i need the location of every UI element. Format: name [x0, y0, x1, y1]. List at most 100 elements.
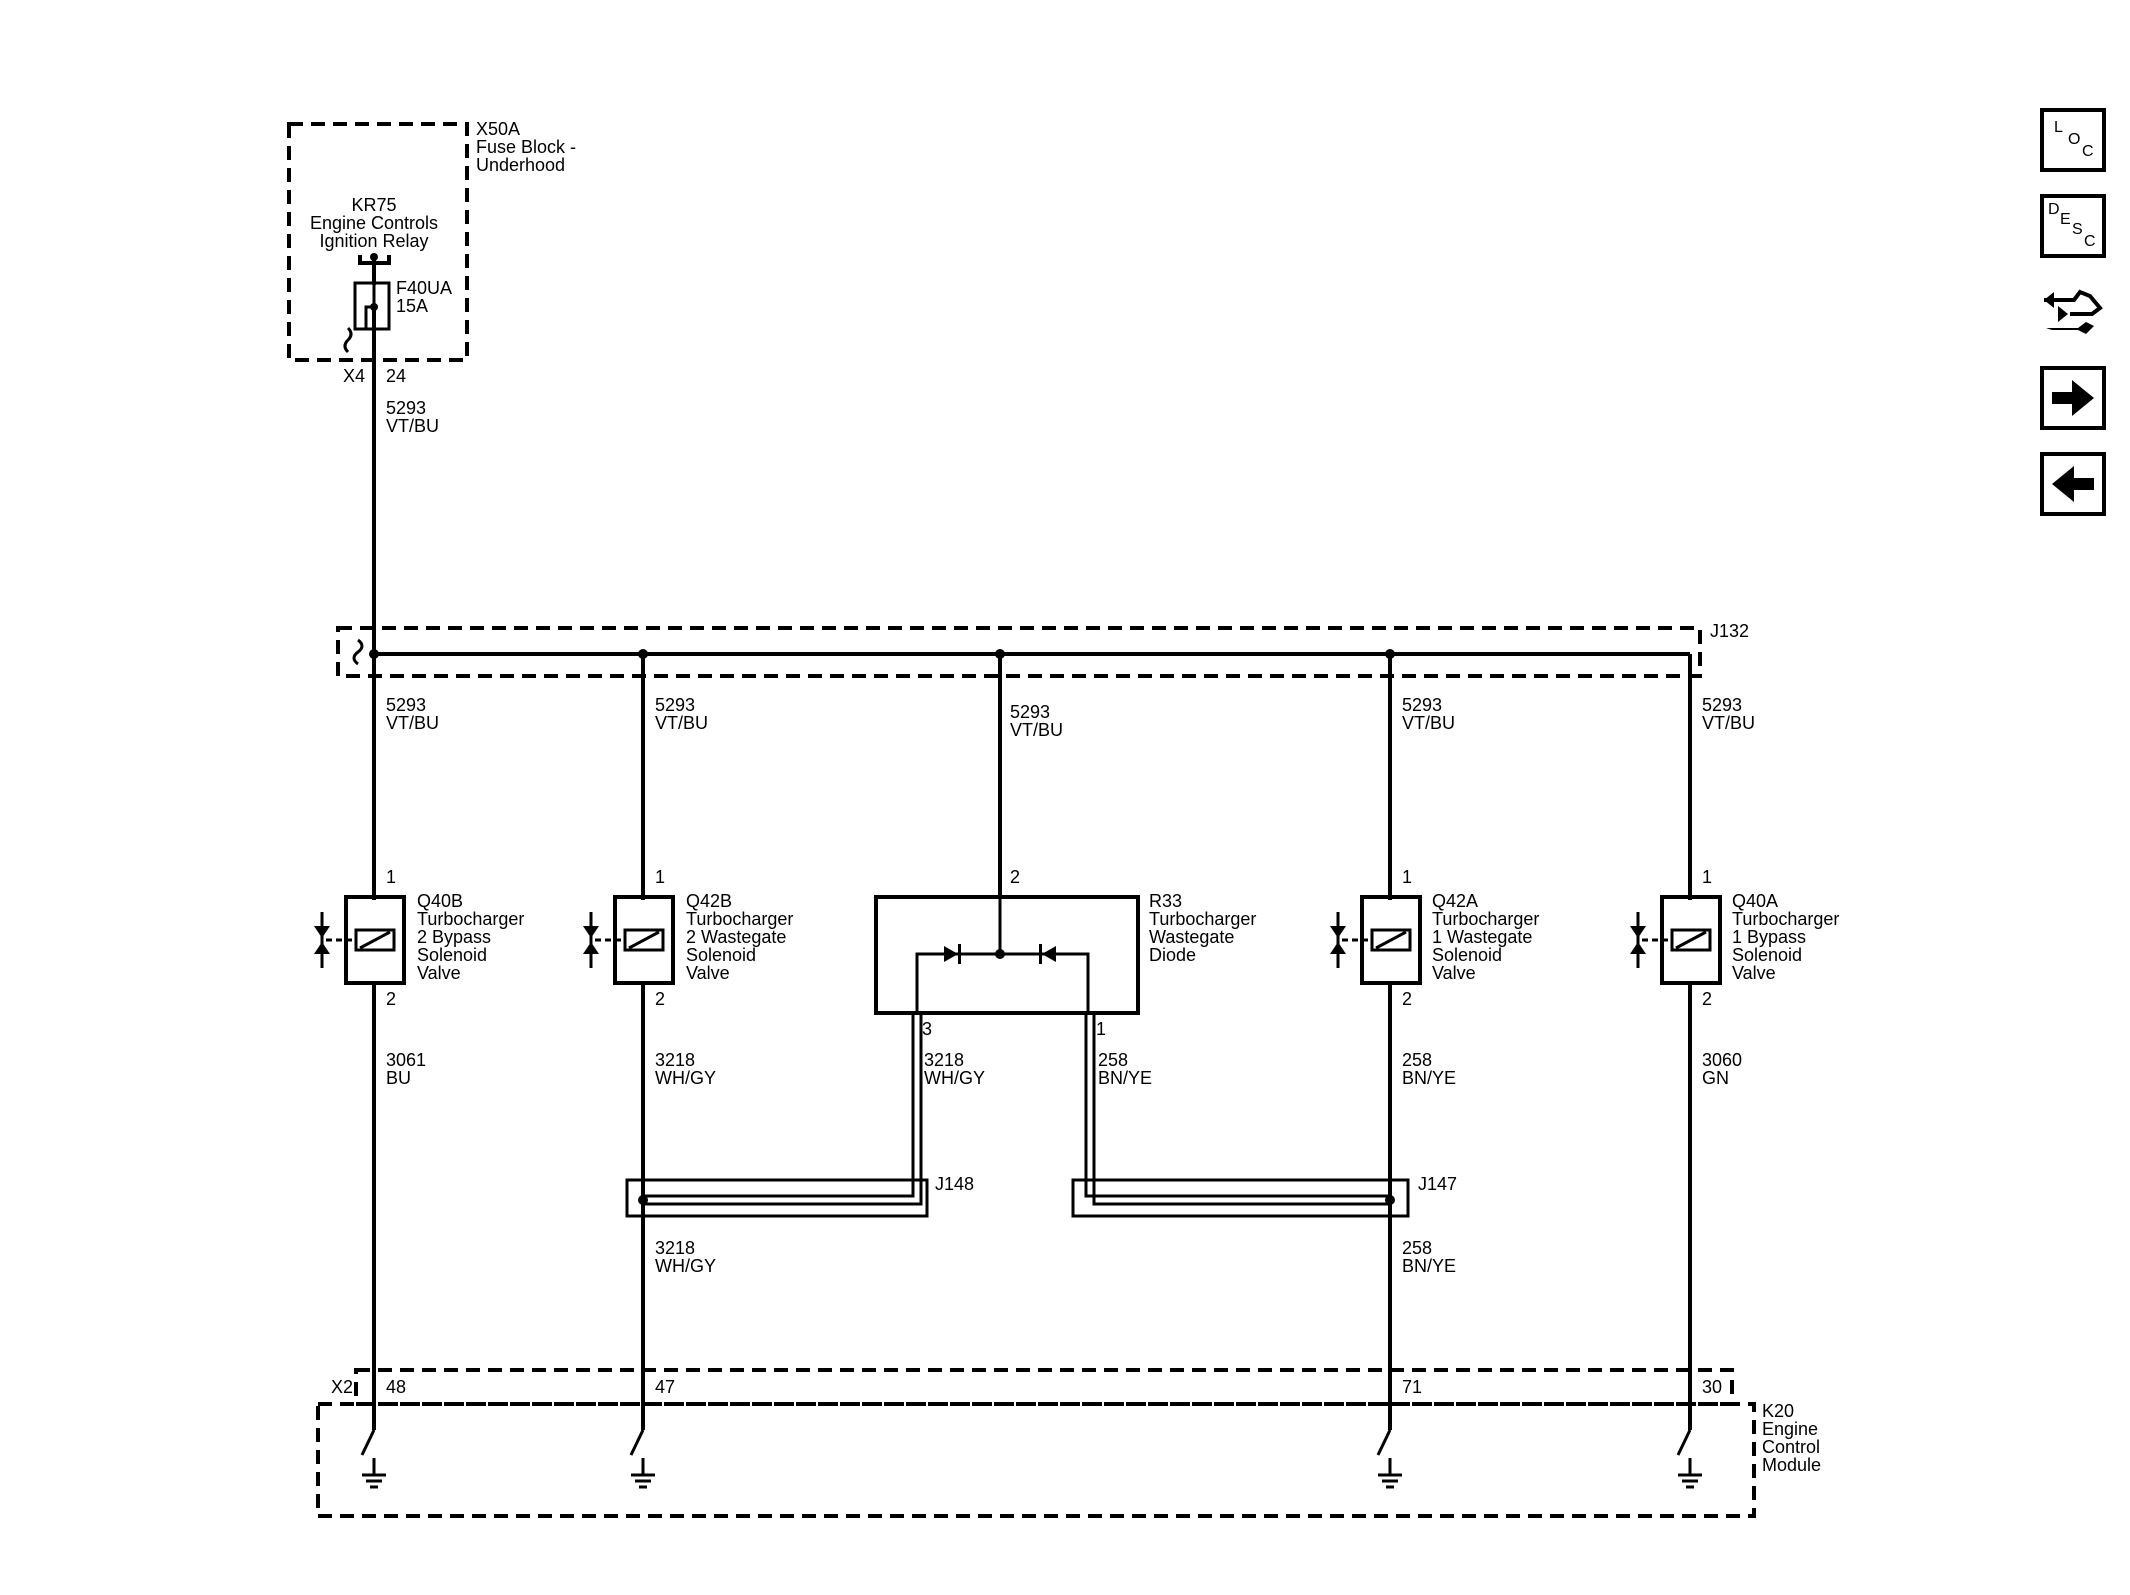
- q40b-line-3: Solenoid: [417, 945, 487, 965]
- splice-j147-out-color: BN/YE: [1402, 1256, 1456, 1276]
- q40b-line-2: 2 Bypass: [417, 927, 491, 947]
- q42a-line-4: Valve: [1432, 963, 1476, 983]
- q40b-pin-top: 1: [386, 867, 396, 887]
- q40a-line-4: Valve: [1732, 963, 1776, 983]
- desc-letter-d: D: [2048, 201, 2060, 218]
- wire-3218a-circuit: 3218: [655, 1050, 695, 1070]
- wire-258b-circuit: 258: [1402, 1050, 1432, 1070]
- r33-pin-right: 1: [1096, 1019, 1106, 1039]
- ecm-pin-71: 71: [1402, 1377, 1422, 1397]
- description-button[interactable]: D E S C: [2040, 194, 2106, 258]
- desc-letter-e: E: [2060, 211, 2071, 228]
- r33-body: [874, 895, 1140, 1015]
- r33-line-3: Diode: [1149, 945, 1196, 965]
- ecm-name-2: Control: [1762, 1437, 1820, 1457]
- wire-3218b-color: WH/GY: [924, 1068, 985, 1088]
- loc-icon: L O C: [2040, 108, 2106, 172]
- branch-2-color: VT/BU: [655, 713, 708, 733]
- desc-letter-c: C: [2084, 233, 2096, 250]
- ecm-pin-48: 48: [386, 1377, 406, 1397]
- splice-j148-label: J148: [935, 1174, 974, 1194]
- wire-3061-color: BU: [386, 1068, 411, 1088]
- fuse-block-outline: [287, 122, 469, 362]
- next-button[interactable]: [2040, 366, 2106, 430]
- ecm-name-1: Engine: [1762, 1419, 1818, 1439]
- r33-line-1: Turbocharger: [1149, 909, 1256, 929]
- connector-repair-button[interactable]: [2040, 278, 2106, 342]
- wire-258a-color: BN/YE: [1098, 1068, 1152, 1088]
- q40a-id: Q40A: [1732, 891, 1778, 911]
- ecm-pin-30: 30: [1702, 1377, 1722, 1397]
- q40a-line-3: Solenoid: [1732, 945, 1802, 965]
- branch-4-color: VT/BU: [1402, 713, 1455, 733]
- relay-name-1: Engine Controls: [310, 213, 438, 233]
- relay-id: KR75: [351, 195, 396, 215]
- feed-circuit: 5293: [386, 398, 426, 418]
- ecm-connector: X2: [331, 1377, 353, 1397]
- wire-3061-circuit: 3061: [386, 1050, 426, 1070]
- loc-letter-o: O: [2068, 131, 2080, 148]
- next-arrow-icon: [2040, 366, 2106, 430]
- wire-3218b-circuit: 3218: [924, 1050, 964, 1070]
- wire-3218a-color: WH/GY: [655, 1068, 716, 1088]
- desc-letter-s: S: [2072, 221, 2083, 238]
- q42a-pin-top: 1: [1402, 867, 1412, 887]
- q40b-line-1: Turbocharger: [417, 909, 524, 929]
- q42a-id: Q42A: [1432, 891, 1478, 911]
- branch-2-circuit: 5293: [655, 695, 695, 715]
- q42a-pin-bottom: 2: [1402, 989, 1412, 1009]
- branch-5-circuit: 5293: [1702, 695, 1742, 715]
- splice-j147-outline: [1071, 1178, 1410, 1218]
- r33-line-2: Wastegate: [1149, 927, 1234, 947]
- q40a-line-1: Turbocharger: [1732, 909, 1839, 929]
- desc-icon: D E S C: [2040, 194, 2106, 258]
- loc-letter-c: C: [2082, 143, 2094, 160]
- splice-j147-out-circuit: 258: [1402, 1238, 1432, 1258]
- splice-j132-label: J132: [1710, 621, 1749, 641]
- connector-repair-icon: [2044, 289, 2103, 334]
- loc-letter-l: L: [2054, 119, 2063, 136]
- fuse-block-name-1: Fuse Block -: [476, 137, 576, 157]
- q40b-line-4: Valve: [417, 963, 461, 983]
- splice-j147-label: J147: [1418, 1174, 1457, 1194]
- q40a-pin-bottom: 2: [1702, 989, 1712, 1009]
- back-button[interactable]: [2040, 452, 2106, 516]
- q40a-pin-top: 1: [1702, 867, 1712, 887]
- q42b-pin-bottom: 2: [655, 989, 665, 1009]
- wire-3060-color: GN: [1702, 1068, 1729, 1088]
- ecm-connector-outline: [354, 1368, 1734, 1406]
- back-arrow-icon: [2040, 452, 2106, 516]
- ecm-id: K20: [1762, 1401, 1794, 1421]
- r33-pin-top: 2: [1010, 867, 1020, 887]
- fuse-block-connector: X4: [343, 366, 365, 386]
- q40b-id: Q40B: [417, 891, 463, 911]
- fuse-id: F40UA: [396, 278, 452, 298]
- splice-j132-outline: [336, 626, 1702, 678]
- splice-j148-out-circuit: 3218: [655, 1238, 695, 1258]
- feed-color: VT/BU: [386, 416, 439, 436]
- ecm-name-3: Module: [1762, 1455, 1821, 1475]
- ecm-pin-47: 47: [655, 1377, 675, 1397]
- q42b-pin-top: 1: [655, 867, 665, 887]
- branch-4-circuit: 5293: [1402, 695, 1442, 715]
- q42b-line-4: Valve: [686, 963, 730, 983]
- q42b-line-2: 2 Wastegate: [686, 927, 786, 947]
- location-button[interactable]: L O C: [2040, 108, 2106, 172]
- wire-3060-circuit: 3060: [1702, 1050, 1742, 1070]
- r33-id: R33: [1149, 891, 1182, 911]
- q40b-pin-bottom: 2: [386, 989, 396, 1009]
- branch-1-circuit: 5293: [386, 695, 426, 715]
- relay-name-2: Ignition Relay: [319, 231, 428, 251]
- wire-258b-color: BN/YE: [1402, 1068, 1456, 1088]
- branch-1-color: VT/BU: [386, 713, 439, 733]
- q42a-line-1: Turbocharger: [1432, 909, 1539, 929]
- wire-258a-circuit: 258: [1098, 1050, 1128, 1070]
- fuse-block-id: X50A: [476, 119, 520, 139]
- q42b-line-1: Turbocharger: [686, 909, 793, 929]
- q42b-line-3: Solenoid: [686, 945, 756, 965]
- branch-3-circuit: 5293: [1010, 702, 1050, 722]
- fuse-block-pin: 24: [386, 366, 406, 386]
- splice-j148-outline: [625, 1178, 929, 1218]
- q40a-line-2: 1 Bypass: [1732, 927, 1806, 947]
- fuse-block-name-2: Underhood: [476, 155, 565, 175]
